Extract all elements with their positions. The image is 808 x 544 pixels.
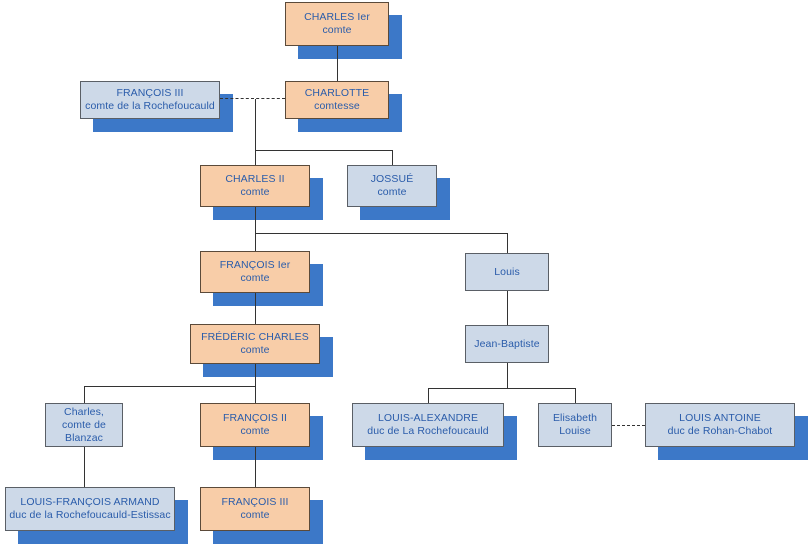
node-label-line: Blanzac (64, 431, 104, 444)
node-label-line: LOUIS-ALEXANDRE (377, 412, 479, 424)
node-louis[interactable]: Louis (465, 253, 549, 291)
node-label-line: comte (322, 24, 352, 36)
connector-to-jossue (392, 150, 393, 165)
node-label-line: comte (240, 272, 270, 284)
node-label-line: comte (240, 425, 270, 437)
node-label-line: CHARLES II (225, 173, 285, 185)
connector-to-louis-alexandre (428, 388, 429, 403)
node-label-line: Jean-Baptiste (474, 337, 540, 350)
connector-to-francois-ii (255, 386, 256, 403)
connector-to-elisabeth (575, 388, 576, 403)
node-label-line: CHARLOTTE (304, 87, 370, 99)
node-label-line: FRANÇOIS III (116, 87, 184, 99)
node-label-line: Louis (494, 265, 520, 278)
connector-sibling-bar-charlesii-jossue (255, 150, 393, 151)
node-label-line: duc de Rohan-Chabot (667, 425, 773, 437)
node-jean-baptiste[interactable]: Jean-Baptiste (465, 325, 549, 363)
connector-bar-francoisier-louis (255, 233, 507, 234)
node-label-line: FRANÇOIS II (222, 412, 288, 424)
connector-bar-alexandre-elisabeth (428, 388, 575, 389)
marriage-link-francoisiii-charlotte-marriage (220, 98, 285, 99)
connector-charlesier-to-charlotte (337, 46, 338, 81)
connector-charlotte-down (255, 99, 256, 150)
connector-francoisier-to-frederic (255, 293, 256, 324)
node-label-line: comtesse (314, 100, 360, 112)
node-label-line: FRANÇOIS III (221, 496, 289, 508)
node-label-line: comte (240, 509, 270, 521)
connector-frederic-down (255, 364, 256, 386)
marriage-link-elisabeth-antoine-marriage (612, 425, 645, 426)
connector-bar-blanzac-francoisii (84, 386, 255, 387)
node-label-line: comte (240, 186, 270, 198)
connector-to-louis (507, 233, 508, 253)
node-label-line: FRÉDÉRIC CHARLES (201, 331, 309, 343)
node-label-line: FRANÇOIS Ier (219, 259, 291, 271)
node-label-line: comte de (62, 418, 106, 431)
node-label-line: Charles, (64, 405, 104, 418)
node-label-line: Elisabeth (552, 412, 598, 424)
node-label-line: comte de la Rochefoucauld (85, 100, 215, 112)
node-label-line: comte (377, 186, 407, 198)
node-label-line: Louise (559, 425, 591, 437)
connector-blanzac-to-armand (84, 447, 85, 487)
node-label-line: CHARLES Ier (304, 11, 370, 23)
node-label-line: JOSSUÉ (370, 173, 414, 185)
node-label-line: comte (240, 344, 270, 356)
connector-francoisii-to-francoisiii (255, 447, 256, 487)
connector-to-charles-blanzac (84, 386, 85, 403)
connector-to-charles-ii (255, 150, 256, 165)
connector-charlesii-down (255, 207, 256, 233)
node-label-line: LOUIS-FRANÇOIS ARMAND (20, 496, 160, 508)
connector-to-francois-ier (255, 233, 256, 251)
node-label-line: duc de la Rochefoucauld-Estissac (9, 509, 171, 521)
connector-jeanbaptiste-down (507, 363, 508, 388)
node-label-line: duc de La Rochefoucauld (367, 425, 489, 437)
connector-louis-to-jeanbaptiste (507, 291, 508, 325)
node-label-line: LOUIS ANTOINE (679, 412, 761, 424)
